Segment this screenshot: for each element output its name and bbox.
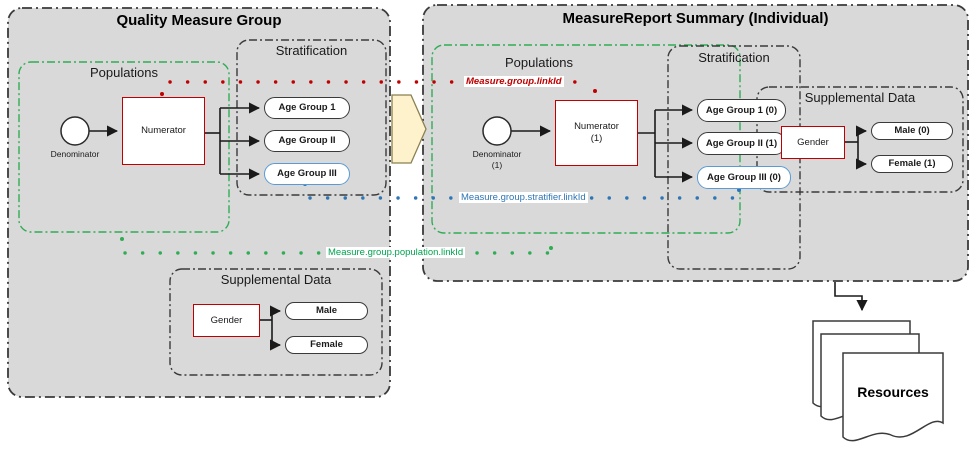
left-numerator-box: Numerator (122, 97, 205, 165)
left-age-group-2-label: Age Group II (278, 135, 336, 147)
left-supplemental-container (169, 268, 383, 376)
left-supplemental-label: Supplemental Data (220, 272, 332, 287)
left-age-group-2-box: Age Group II (264, 130, 350, 152)
right-denominator-line1: Denominator (472, 149, 522, 159)
right-stratification-label: Stratification (698, 50, 770, 65)
left-age-group-1-box: Age Group 1 (264, 97, 350, 119)
right-gender-box: Gender (781, 126, 845, 159)
left-populations-label: Populations (90, 65, 158, 80)
right-age-group-3-label: Age Group III (0) (707, 171, 781, 183)
right-numerator-box: Numerator (1) (555, 100, 638, 166)
right-numerator-line2: (1) (590, 133, 603, 144)
right-age-group-2-box: Age Group II (1) (697, 132, 786, 155)
right-numerator-line1: Numerator (574, 121, 619, 133)
left-populations-container (18, 61, 230, 233)
measurereport-summary-container (422, 4, 969, 282)
right-group-title: MeasureReport Summary (Individual) (562, 10, 829, 27)
left-male-box: Male (285, 302, 368, 320)
right-denominator-line2: (1) (491, 159, 503, 170)
left-group-title: Quality Measure Group (116, 12, 282, 29)
resources-label: Resources (857, 384, 929, 400)
resources-stack-icon (812, 320, 944, 442)
right-male-box: Male (0) (871, 122, 953, 140)
transform-chevron-icon (391, 94, 427, 164)
left-female-box: Female (285, 336, 368, 354)
left-stratification-label: Stratification (275, 43, 348, 58)
right-denominator-label: Denominator (1) (457, 149, 537, 170)
right-age-group-1-label: Age Group 1 (0) (705, 104, 778, 116)
right-age-group-2-label: Age Group II (1) (705, 137, 778, 149)
right-female-label: Female (1) (888, 158, 936, 170)
right-denominator-circle (482, 116, 512, 146)
left-male-label: Male (315, 305, 338, 317)
left-age-group-3-box: Age Group III (264, 163, 350, 185)
right-supplemental-container (756, 86, 964, 193)
left-gender-label: Gender (210, 314, 243, 326)
red-linkid-trail-label: Measure.group.linkId (464, 76, 564, 88)
left-age-group-3-label: Age Group III (277, 168, 337, 180)
left-denominator-label: Denominator (50, 149, 100, 159)
left-denominator-circle (60, 116, 90, 146)
blue-stratifier-trail-label: Measure.group.stratifier.linkId (459, 192, 588, 204)
right-male-label: Male (0) (894, 125, 930, 137)
left-numerator-label: Numerator (141, 125, 186, 137)
right-flow-connectors (511, 104, 868, 312)
right-populations-label: Populations (505, 55, 573, 70)
left-age-group-1-label: Age Group 1 (278, 102, 336, 114)
right-age-group-3-box: Age Group III (0) (697, 166, 791, 189)
left-gender-box: Gender (193, 304, 260, 337)
right-supplemental-label: Supplemental Data (804, 90, 916, 105)
right-female-box: Female (1) (871, 155, 953, 173)
left-female-label: Female (310, 339, 343, 351)
right-age-group-1-box: Age Group 1 (0) (697, 99, 786, 122)
left-flow-connectors (89, 102, 282, 351)
left-stratification-container (236, 39, 387, 196)
green-population-trail-label: Measure.group.population.linkId (326, 247, 466, 259)
right-gender-label: Gender (797, 136, 829, 148)
